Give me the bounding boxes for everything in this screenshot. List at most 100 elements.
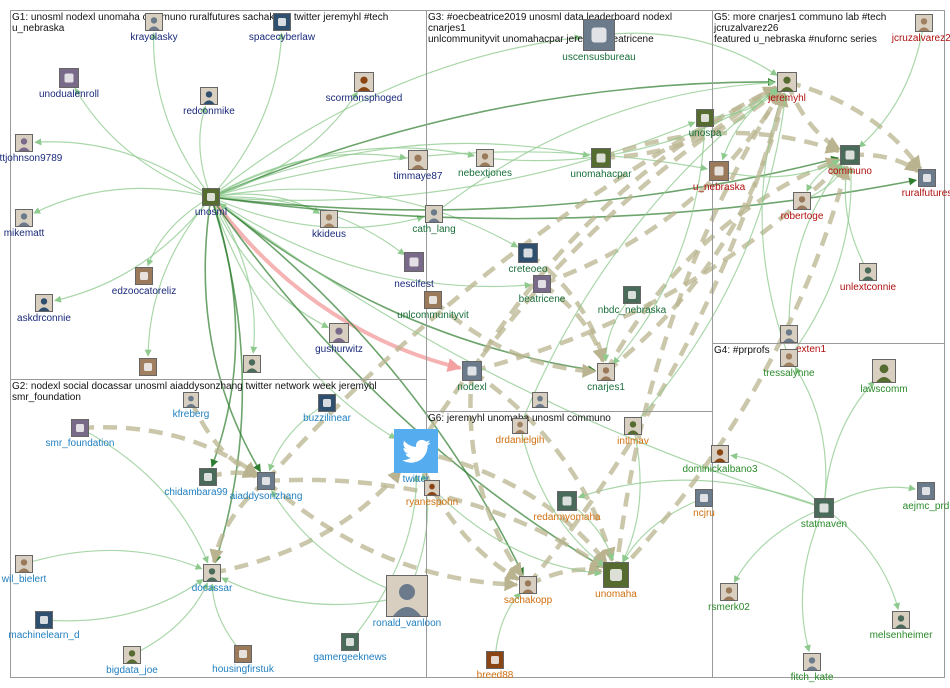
node-g1-bottom-b[interactable] (243, 355, 261, 373)
node-label: wil_bielert (1, 574, 47, 585)
node-label: redarmyomaha (533, 512, 601, 523)
node-mikematt[interactable]: mikematt (4, 209, 44, 239)
node-redconmike[interactable]: redconmike (183, 87, 235, 117)
node-lawscomm[interactable]: lawscomm (860, 359, 908, 395)
person-avatar-icon (624, 417, 642, 435)
node-label: statmaven (800, 519, 848, 530)
node-label: aiaddysonzhang (229, 491, 303, 502)
node-g1-bottom-a[interactable] (139, 358, 157, 376)
node-tressalynne[interactable]: tressalynne (763, 349, 815, 379)
node-uscensusbureau[interactable]: uscensusbureau (562, 19, 636, 63)
node-buzzilinear[interactable]: buzzilinear (303, 394, 351, 424)
edge-unosml-to-gushurwitz (210, 196, 329, 329)
node-ncjru[interactable]: ncjru (693, 489, 715, 519)
node-jcruzalvarez26[interactable]: jcruzalvarez26 (892, 14, 950, 44)
node-gushurwitz[interactable]: gushurwitz (315, 323, 363, 355)
edge-unomahacpar-to-jeremyhl (600, 88, 780, 161)
node-label: smr_foundation (45, 438, 115, 449)
node-gamergeeknews[interactable]: gamergeeknews (313, 633, 387, 663)
node-ruralfutures[interactable]: ruralfutures (902, 169, 950, 199)
logo-avatar-icon (533, 275, 551, 293)
node-breed88[interactable]: breed88 (477, 651, 513, 681)
group-box-g4 (712, 343, 945, 678)
node-rsmerk02[interactable]: rsmerk02 (708, 583, 750, 613)
node-label: creteoeo (508, 264, 548, 275)
node-robertoge[interactable]: robertoge (781, 192, 823, 222)
node-melsenheimer[interactable]: melsenheimer (870, 611, 932, 641)
node-statmaven[interactable]: statmaven (801, 498, 847, 530)
node-aiaddysonzhang[interactable]: aiaddysonzhang (230, 472, 302, 502)
node-jeremyhl[interactable]: jeremyhl (768, 72, 806, 104)
logo-avatar-icon (591, 148, 611, 168)
node-beatricene[interactable]: beatricene (519, 275, 565, 305)
node-docassar[interactable]: docassar (192, 564, 232, 594)
node-creteoeo[interactable]: creteoeo (509, 243, 547, 275)
node-kkideus[interactable]: kkideus (312, 210, 346, 240)
node-label: lawscomm (860, 384, 908, 395)
edge-unlcommunityvit-to-cnarjes1 (431, 298, 597, 378)
node-bigdata_joe[interactable]: bigdata_joe (106, 646, 158, 676)
node-housingfirstuk[interactable]: housingfirstuk (212, 645, 274, 675)
node-cath_lang[interactable]: cath_lang (412, 205, 456, 235)
node-label: unomahacpar (570, 169, 632, 180)
logo-avatar-icon (918, 169, 936, 187)
node-fitch_kate[interactable]: fitch_kate (791, 653, 833, 683)
edge-statmaven-to-fitch_kate (801, 507, 825, 653)
node-aejmc_prd[interactable]: aejmc_prd (903, 482, 949, 512)
node-u_nebraska[interactable]: u_nebraska (693, 161, 745, 193)
edge-creteoeo-to-cnarjes1 (526, 251, 608, 363)
node-spacecyberlaw[interactable]: spacecyberlaw (249, 13, 315, 43)
node-nescifest[interactable]: nescifest (394, 252, 434, 290)
node-nebextjones[interactable]: nebextjones (458, 149, 512, 179)
node-label: communo (828, 166, 872, 177)
node-askdrconnie[interactable]: askdrconnie (17, 294, 71, 324)
logo-avatar-icon (709, 161, 729, 181)
node-timmaye87[interactable]: timmaye87 (394, 150, 442, 182)
logo-avatar-icon (404, 252, 424, 272)
node-exten1[interactable]: exten1 (780, 325, 826, 355)
logo-avatar-icon (234, 645, 252, 663)
node-label: timmaye87 (393, 171, 443, 182)
node-redarmyomaha[interactable]: redarmyomaha (533, 491, 601, 523)
node-unlcommunityvit[interactable]: unlcommunityvit (397, 291, 469, 321)
edge-statmaven-to-lawscomm (823, 380, 875, 509)
node-scormonsphoged[interactable]: scormonsphoged (326, 72, 402, 104)
node-drdanielgih[interactable]: drdanielgih (496, 418, 544, 446)
node-label: unospa (688, 128, 722, 139)
node-ronald_vanloon[interactable]: ronald_vanloon (373, 575, 441, 629)
node-nodexl[interactable]: nodexl (457, 361, 487, 393)
node-nbdc_nebraska[interactable]: nbdc_nebraska (598, 286, 666, 316)
edge-unosml-to-twitter (210, 196, 397, 440)
node-g3-bottom[interactable] (532, 392, 548, 408)
node-unosml[interactable]: unosml (195, 188, 227, 218)
node-unomahacpar[interactable]: unomahacpar (570, 148, 632, 180)
node-krayolasky[interactable]: krayolasky (130, 13, 178, 43)
node-unlextconnie[interactable]: unlextconnie (840, 263, 896, 293)
node-unospa[interactable]: unospa (689, 109, 721, 139)
node-chidambara99[interactable]: chidambara99 (164, 468, 228, 498)
node-smr_foundation[interactable]: smr_foundation (46, 419, 114, 449)
node-unomaha[interactable]: unomaha (595, 562, 637, 600)
node-edzoocatoreliz[interactable]: edzoocatoreliz (112, 267, 176, 297)
node-wil_bielert[interactable]: wil_bielert (2, 555, 46, 585)
edge-twitter-to-jeremyhl (414, 86, 779, 453)
node-cnarjes1[interactable]: cnarjes1 (587, 363, 625, 393)
node-dominickalbano3[interactable]: dominickalbano3 (682, 445, 758, 475)
edge-beatricene-to-cnarjes1 (540, 282, 607, 363)
node-intlmav[interactable]: intlmav (617, 417, 649, 447)
node-unodualenroll[interactable]: unodualenroll (39, 68, 99, 100)
node-label: unomaha (595, 589, 637, 600)
edge-unosml-to-g1-bottom-b (210, 196, 258, 354)
person-avatar-icon (793, 192, 811, 210)
node-ryanespohn[interactable]: ryanespohn (406, 480, 458, 508)
person-avatar-icon (408, 150, 428, 170)
node-mattjohnson9789[interactable]: mattjohnson9789 (0, 134, 62, 164)
node-communo[interactable]: communo (828, 145, 872, 177)
node-sachakopp[interactable]: sachakopp (504, 576, 552, 606)
logo-avatar-icon (35, 611, 53, 629)
person-avatar-icon (203, 564, 221, 582)
node-machinelearn_d[interactable]: machinelearn_d (8, 611, 80, 641)
node-kfreberg[interactable]: kfreberg (173, 392, 209, 420)
node-twitter[interactable]: twitter (394, 429, 438, 485)
